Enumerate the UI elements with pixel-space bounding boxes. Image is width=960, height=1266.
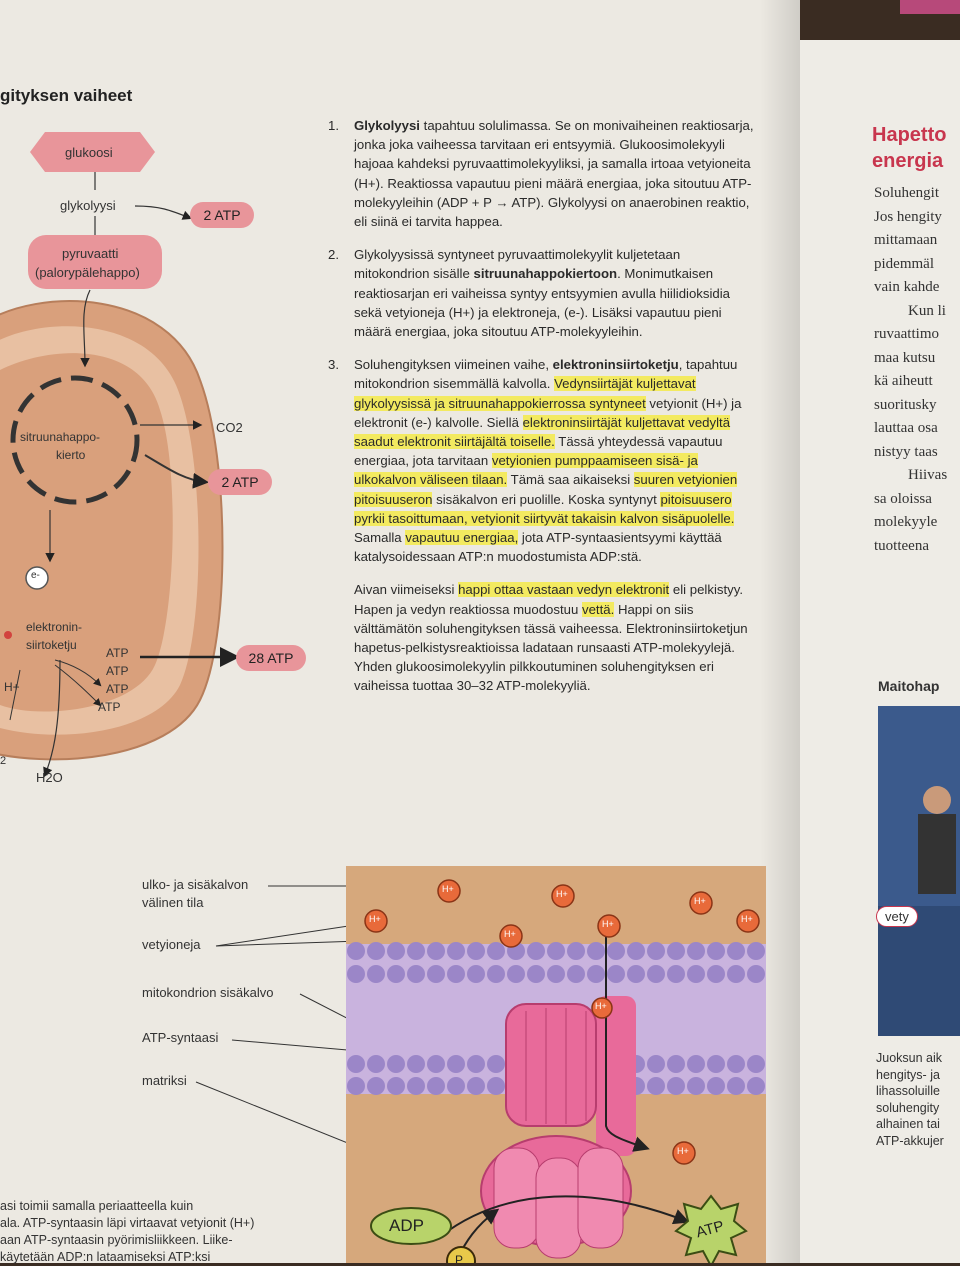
atp-list-3: ATP [106,682,129,696]
h-plus-label: H+ [4,680,20,694]
palorypalehappo-label: (palorypälehappo) [35,265,140,280]
h-ion [437,879,461,903]
h-ion [499,924,523,948]
main-text: 1. Glykolyysi tapahtuu solulimassa. Se o… [328,116,758,710]
item-2: 2. Glykolyysissä syntyneet pyruvaattimol… [328,247,731,340]
h-ion [591,997,613,1019]
synthase-rotor [505,1003,597,1127]
h-ion [364,909,388,933]
electron-label: e- [31,570,40,581]
highlight: happi ottaa vastaan vedyn elektronit [458,582,670,598]
h-ion-label: H+ [602,919,614,929]
h-ion-label: H+ [504,929,516,939]
phosphate-label: P [455,1253,464,1263]
atp-shape [674,1194,748,1263]
h-ion [689,891,713,915]
atp-list-4: ATP [98,700,121,714]
synthase-stalk [596,996,636,1156]
h2o-label: H2O [36,770,63,785]
right-body-text: Soluhengit Jos hengity mittamaan pidemmä… [874,185,948,554]
h-ion [736,909,760,933]
fig-label-intermembrane-2: välinen tila [142,895,204,910]
membrane-svg [346,866,766,1263]
krebs-label-1: sitruunahappo- [20,430,101,444]
etc-label-1: elektronin- [26,620,83,634]
glukoosi-label: glukoosi [65,145,113,160]
atp-list-1: ATP [106,646,129,660]
right-subheading: Maitohap [878,678,940,694]
h-ion-label: H+ [369,914,381,924]
h-ion-label: H+ [595,1001,607,1011]
atp-synthase-figure: H+ H+ H+ H+ H+ H+ H+ H+ H+ ADP ATP P [346,866,766,1263]
mitochondrion-diagram [0,132,240,778]
fig-label-atp-synthase: ATP-syntaasi [142,1030,219,1045]
item-1-title: Glykolyysi [354,118,420,133]
krebs-cycle [10,375,140,505]
edge-number: 2 [0,755,7,767]
atp-list-2: ATP [106,664,129,678]
highlight: vapautuu energiaa, [405,530,519,546]
item-3: 3. Soluhengityksen viimeinen vaihe, elek… [328,357,742,565]
adp-label: ADP [389,1216,424,1235]
paragraph-4: Aivan viimeiseksi happi ottaa vastaan ve… [354,582,748,694]
krebs-label-2: kierto [56,448,86,462]
h-ion-label: H+ [442,884,454,894]
h-ion-label: H+ [556,889,568,899]
h-ion-label: H+ [694,896,706,906]
right-caption: Juoksun aik hengitys- ja lihassoluille s… [876,1051,944,1148]
figure-caption: asi toimii samalla periaatteella kuin al… [0,1199,255,1264]
fig-label-intermembrane-1: ulko- ja sisäkalvon [142,877,249,892]
h-ion-label: H+ [677,1146,689,1156]
glykolyysi-label: glykolyysi [60,198,116,213]
glukoosi-shape [30,132,155,172]
h-ion-label: H+ [741,914,753,924]
runner-photo: vety [876,706,960,1036]
pyruvaatti-label: pyruvaatti [62,246,119,261]
h-ion [551,884,575,908]
adp-shape [370,1207,452,1245]
right-heading: Hapetto energia [872,124,947,172]
highlight: vettä. [582,601,615,617]
atp-pill-etc: 28 ATP [236,645,306,671]
h-ion [672,1141,696,1165]
co2-label: CO2 [216,420,243,435]
atp-pill-krebs: 2 ATP [208,469,272,495]
fig-label-hydrogen-ions: vetyioneja [142,937,201,952]
pyruvaatti-shape [28,235,162,289]
electron-circle [25,566,49,590]
book-edge [900,0,960,14]
item-1: 1. Glykolyysi tapahtuu solulimassa. Se o… [328,118,754,230]
phosphate-shape [446,1246,476,1263]
atp-pill-glycolysis: 2 ATP [190,202,254,228]
section-heading: gityksen vaiheet [0,86,133,105]
etc-label-2: siirtoketju [26,638,77,652]
fig-label-inner-membrane: mitokondrion sisäkalvo [142,985,274,1000]
photo-label: vety [876,906,918,927]
right-page [800,40,960,1263]
fig-label-matrix: matriksi [142,1073,187,1088]
h-ion [597,914,621,938]
